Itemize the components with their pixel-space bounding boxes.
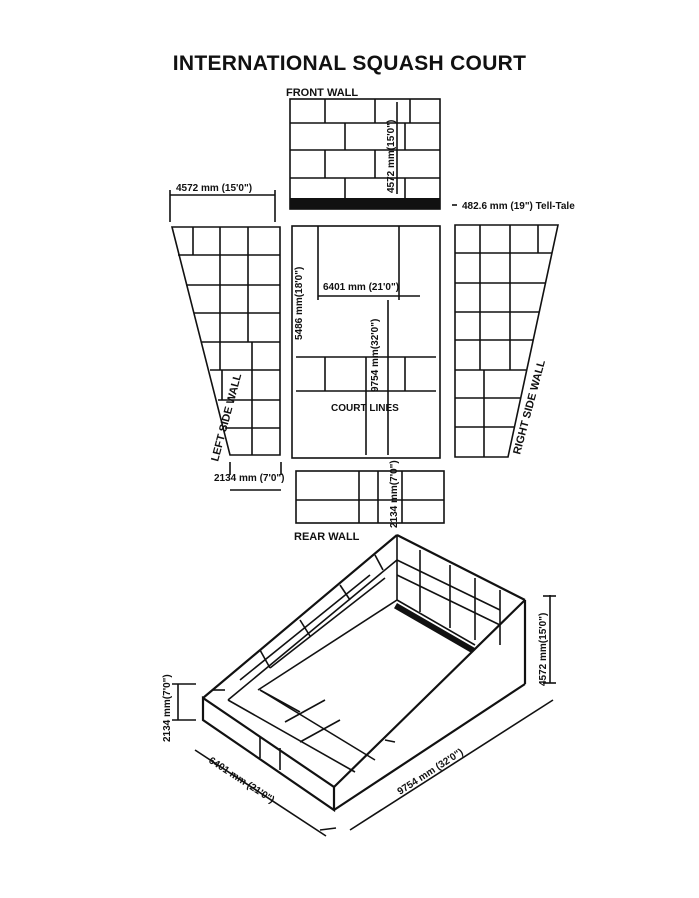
iso-tell-tale-board <box>394 603 475 654</box>
left-side-wall-elevation <box>170 226 281 456</box>
right-side-wall-label: RIGHT SIDE WALL <box>511 359 548 456</box>
iso-dimension-lines <box>172 595 556 837</box>
page-title: INTERNATIONAL SQUASH COURT <box>172 52 527 75</box>
side-wall-width-dim: 4572 mm (15'0") <box>176 183 252 194</box>
iso-front-height-dim: 4572 mm(15'0") <box>538 613 549 686</box>
tell-tale-board <box>290 198 440 209</box>
front-wall-elevation <box>289 98 441 210</box>
short-line-dim: 5486 mm(18'0") <box>294 267 305 340</box>
rear-wall-elevation <box>295 470 445 524</box>
rear-wall-height-dim: 2134 mm(7'0") <box>389 460 400 528</box>
right-side-wall-elevation <box>454 224 559 458</box>
court-length-dim: 9754 mm(32'0") <box>370 319 381 392</box>
left-side-wall-label: LEFT SIDE WALL <box>209 372 244 463</box>
rear-height-small-dim: 2134 mm (7'0") <box>214 473 285 484</box>
court-floor-plan <box>291 225 441 459</box>
rear-wall-label: REAR WALL <box>294 531 360 543</box>
iso-rear-height-dim: 2134 mm(7'0") <box>162 674 173 742</box>
side-wall-width-dimension <box>169 190 276 222</box>
front-wall-height-dim: 4572 mm(15'0") <box>386 120 397 193</box>
iso-length-dim: 9754 mm (32'0") <box>396 747 466 798</box>
front-wall-label: FRONT WALL <box>286 87 358 99</box>
court-lines-label: COURT LINES <box>331 403 399 414</box>
tell-tale-dim: 482.6 mm (19") Tell-Tale <box>462 201 575 212</box>
court-width-dim: 6401 mm (21'0") <box>323 282 399 293</box>
rear-height-small-dimension <box>229 462 282 491</box>
isometric-court-view <box>201 534 527 813</box>
